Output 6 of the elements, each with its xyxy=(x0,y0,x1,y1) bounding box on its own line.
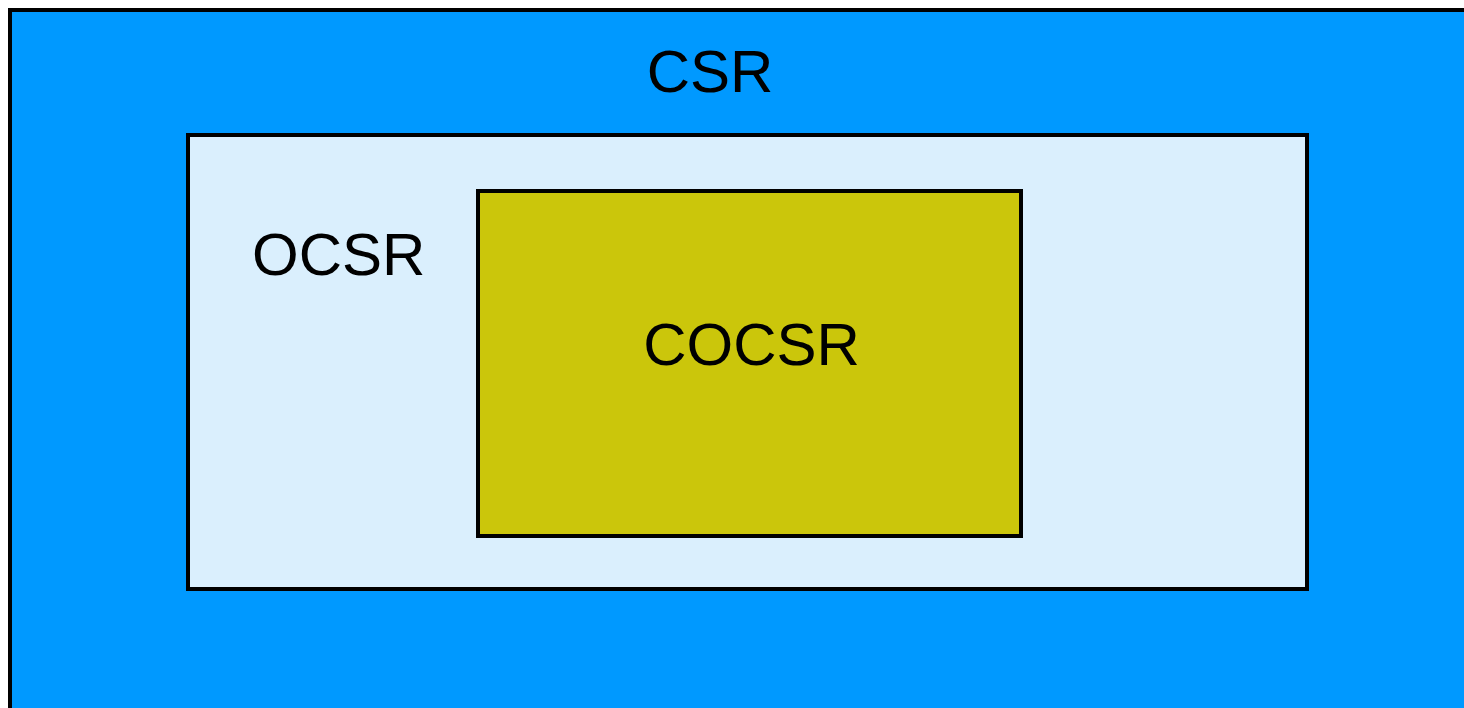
box-label: CSR xyxy=(645,42,775,102)
box-label: OCSR xyxy=(252,225,426,285)
outer-box xyxy=(8,8,1464,708)
box-label: COCSR xyxy=(642,315,861,375)
inner-box xyxy=(476,189,1023,538)
middle-box xyxy=(186,133,1309,591)
